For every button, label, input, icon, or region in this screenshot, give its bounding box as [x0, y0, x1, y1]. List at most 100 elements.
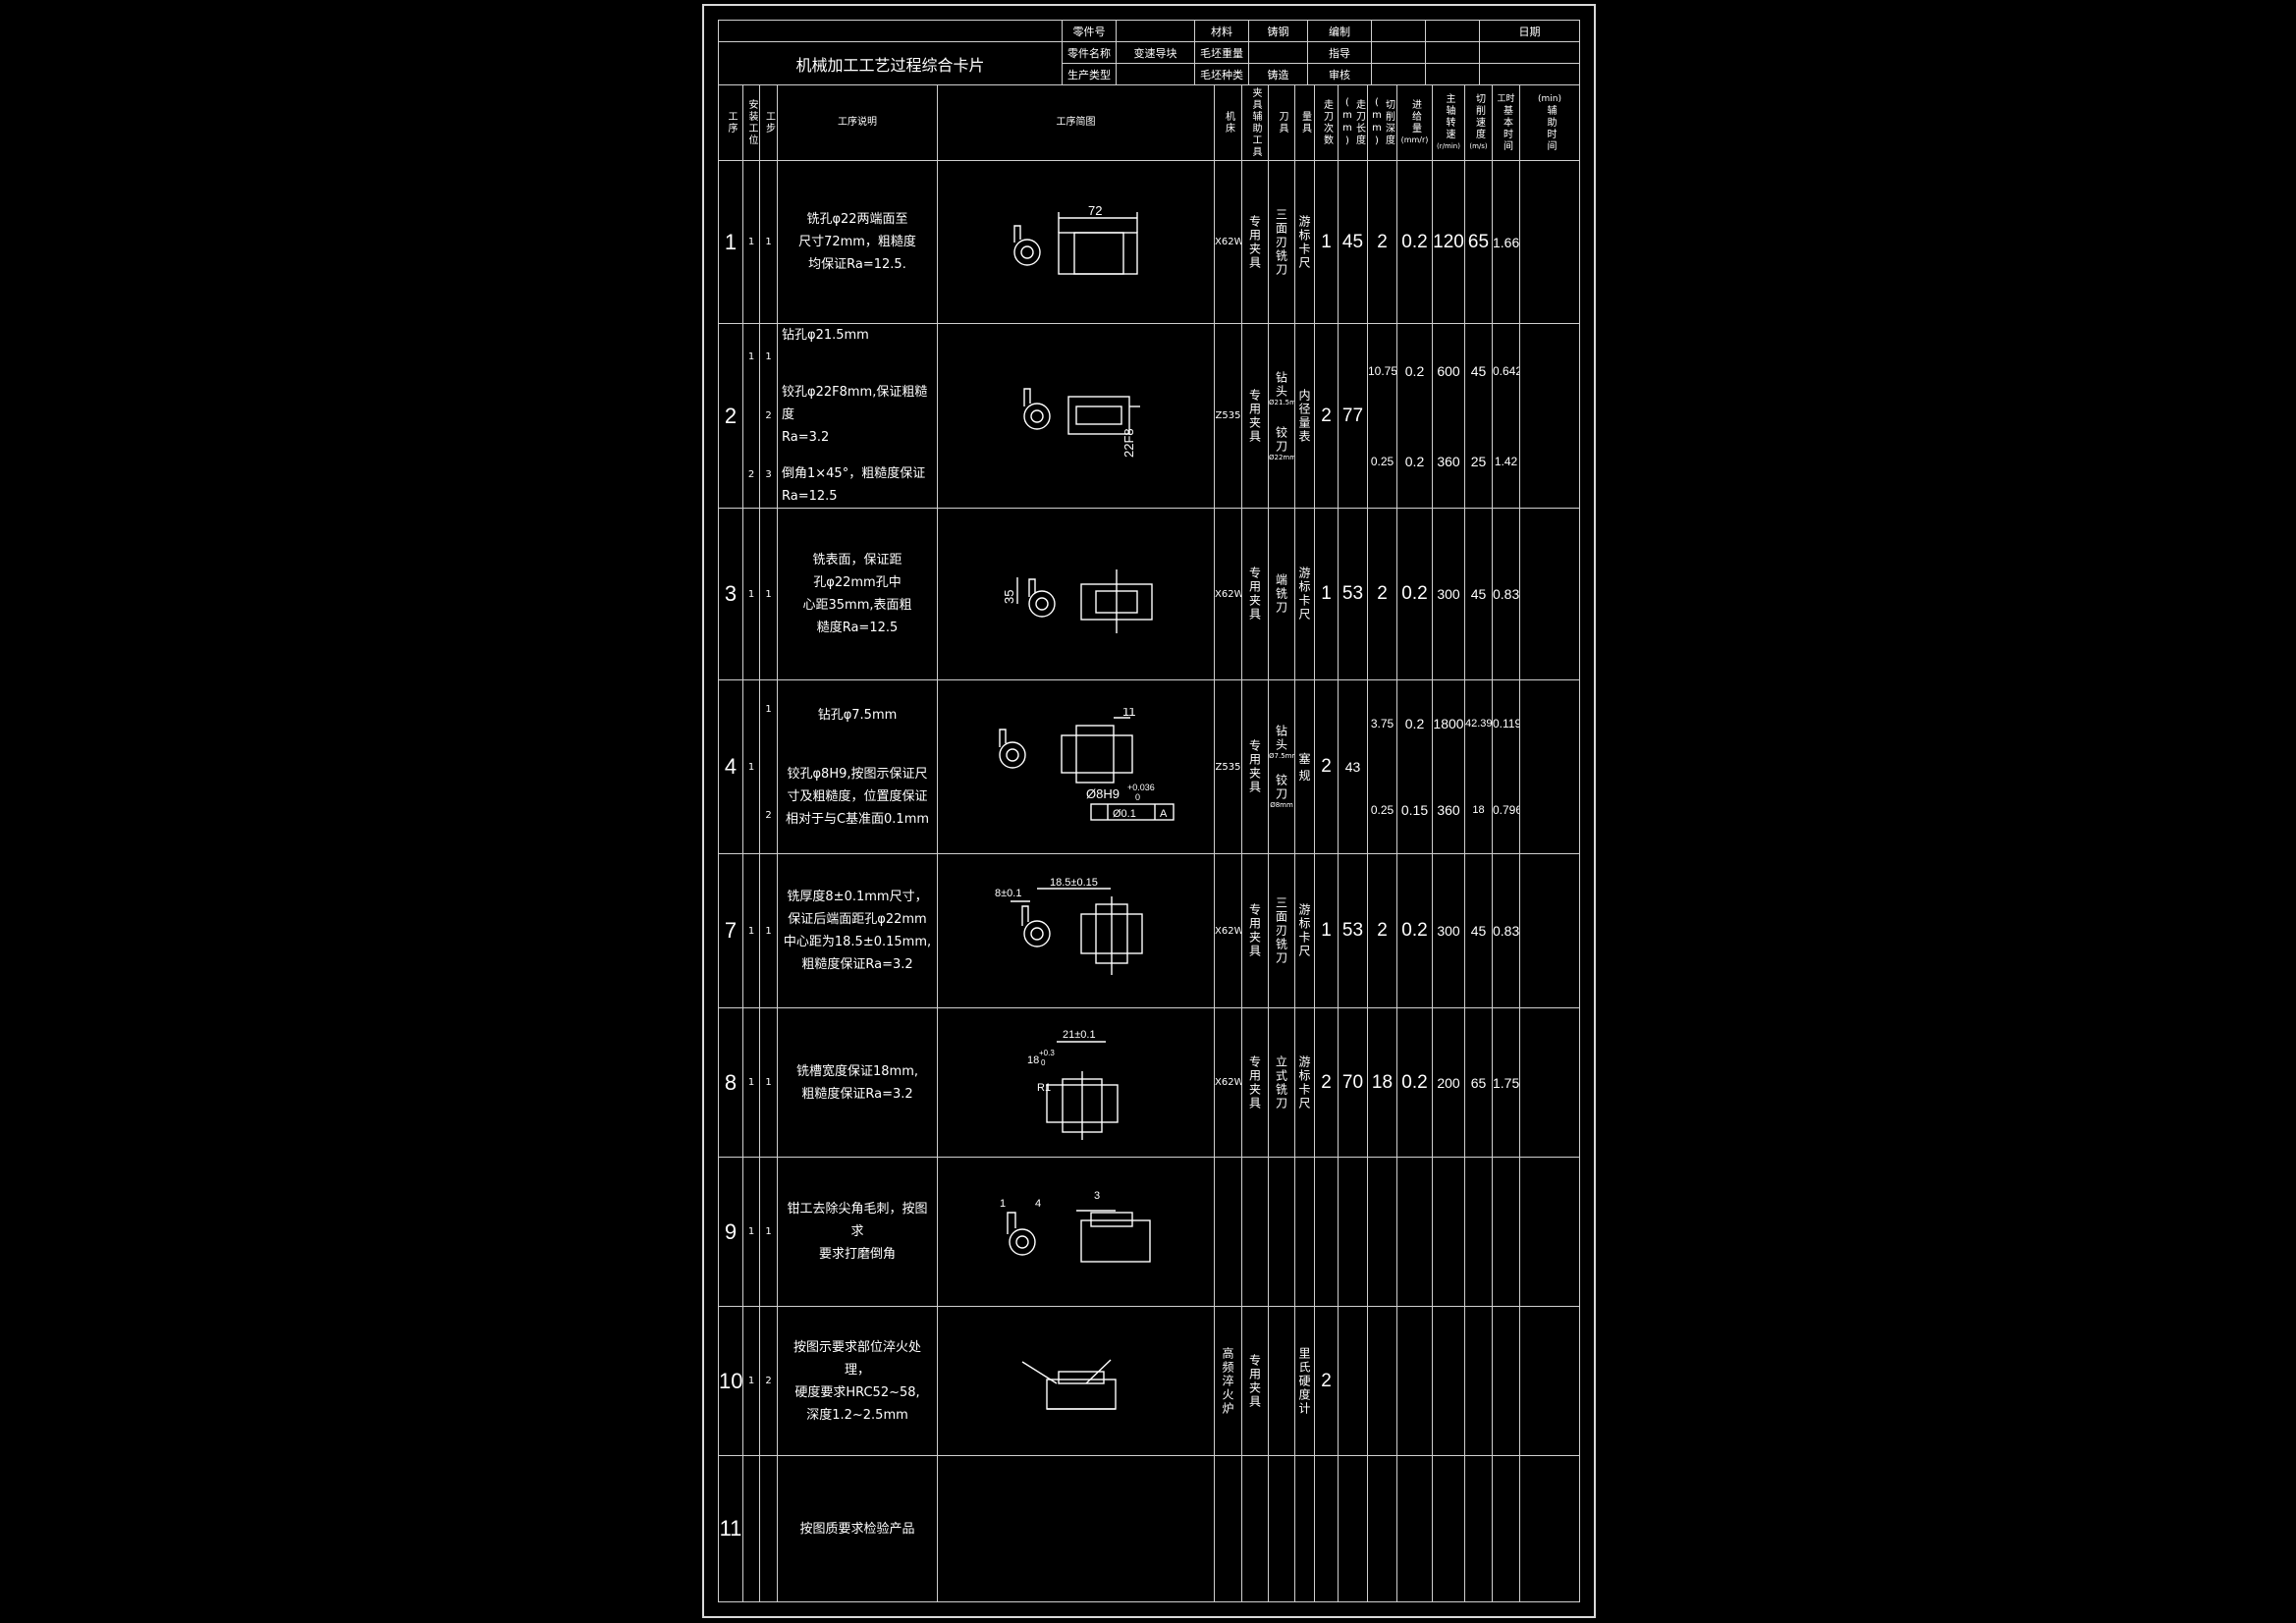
dim-label: 22F8	[1121, 428, 1136, 458]
col-sketch: 工序简图	[937, 84, 1215, 161]
machine: X62W	[1214, 1007, 1242, 1158]
sketch-op4: 11 Ø8H9 +0.036 0 Ø0.1 A	[998, 708, 1175, 821]
speed: 600 360	[1432, 323, 1465, 509]
fixture: 专用夹具	[1247, 214, 1262, 270]
passes: 1	[1314, 508, 1339, 680]
table-row: 10 1 2 按图示要求部位淬火处理， 硬度要求HRC52~58, 深度1.2~…	[718, 1306, 1580, 1456]
op-sketch: 22F8	[937, 323, 1215, 509]
fixture: 专用夹具	[1247, 567, 1262, 622]
op-description: 铣槽宽度保证18mm, 粗糙度保证Ra=3.2	[777, 1007, 938, 1158]
col-setup: 安装工位	[746, 99, 757, 146]
passes: 2	[1314, 1007, 1339, 1158]
tool: 端铣刀	[1274, 573, 1288, 615]
setup-number: 1	[742, 508, 760, 680]
passes: 2	[1314, 679, 1339, 854]
col-feed-unit: (mm/r)	[1400, 135, 1429, 144]
part-name-label: 零件名称	[1062, 41, 1117, 64]
drawing-frame	[702, 4, 1596, 1618]
length: 77	[1338, 323, 1368, 509]
op-number: 8	[718, 1007, 743, 1158]
col-desc: 工序说明	[777, 84, 938, 161]
card-header: 零件号 材料 铸钢 编制 日期 机械加工工艺过程综合卡片 零件名称 变速导块 毛…	[718, 20, 1580, 85]
step-number: 1 2 3	[759, 323, 778, 509]
setup-number: 1 2	[742, 323, 760, 509]
op-number: 3	[718, 508, 743, 680]
op-number: 11	[718, 1455, 743, 1602]
depth: 18	[1367, 1007, 1397, 1158]
op-sketch: 72	[937, 160, 1215, 324]
blank-type-value: 铸造	[1248, 63, 1308, 85]
setup-number: 1	[742, 679, 760, 854]
step-number: 1	[759, 508, 778, 680]
guide-label: 指导	[1307, 41, 1372, 64]
op-description: 按图示要求部位淬火处理， 硬度要求HRC52~58, 深度1.2~2.5mm	[777, 1306, 938, 1456]
sketch-op7: 8±0.1 18.5±0.15	[995, 877, 1143, 975]
machine: Z535	[1214, 679, 1242, 854]
gauge: 游标卡尺	[1297, 214, 1311, 270]
dim-label: 18	[1027, 1055, 1039, 1066]
col-passes: 走刀次数	[1321, 99, 1333, 146]
depth: 2	[1367, 160, 1397, 324]
basic-time: 1.75	[1492, 1007, 1520, 1158]
gauge: 游标卡尺	[1297, 903, 1311, 958]
cut-speed: 45 25	[1464, 323, 1493, 509]
review-label: 审核	[1307, 63, 1372, 85]
table-row: 7 1 1 铣厚度8±0.1mm尺寸， 保证后端面距孔φ22mm 中心距为18.…	[718, 853, 1580, 1008]
gauge: 里氏硬度计	[1297, 1346, 1311, 1416]
fixture: 专用夹具	[1247, 388, 1262, 444]
dim-label: 72	[1088, 203, 1102, 218]
op-description: 按图质要求检验产品	[777, 1455, 938, 1602]
gauge: 内径量表	[1297, 388, 1311, 444]
tool: 钻头 Ø7.5mm 铰刀 Ø8mm	[1268, 679, 1295, 854]
feed: 0.2	[1396, 160, 1433, 324]
depth: 2	[1367, 853, 1397, 1008]
col-cut-speed: 切削速度	[1473, 93, 1485, 140]
fixture: 专用夹具	[1247, 1055, 1262, 1110]
passes: 1	[1314, 160, 1339, 324]
col-depth: 切削深度(mm)	[1371, 97, 1394, 148]
material-value: 铸钢	[1248, 20, 1308, 42]
sketch-op2: 22F8	[1022, 387, 1140, 458]
feed: 0.2	[1396, 853, 1433, 1008]
col-gauge: 量具	[1299, 111, 1311, 135]
depth: 2	[1367, 508, 1397, 680]
material-label: 材料	[1194, 20, 1249, 42]
part-no-label: 零件号	[1062, 20, 1117, 42]
table-row: 4 1 1 2 钻孔φ7.5mm 铰孔φ8H9,按图示保证尺 寸及粗糙度，位置度…	[718, 679, 1580, 854]
tool: 立式铣刀	[1274, 1055, 1288, 1110]
passes: 2	[1314, 323, 1339, 509]
tolerance-label: 0	[1041, 1058, 1046, 1067]
feed: 0.2 0.15	[1396, 679, 1433, 854]
dim-label: 1	[1000, 1198, 1006, 1210]
col-step: 工步	[763, 111, 775, 135]
col-machine: 机床	[1223, 111, 1234, 135]
setup-number: 1	[742, 1157, 760, 1307]
fixture: 专用夹具	[1247, 739, 1262, 794]
fixture: 专用夹具	[1247, 903, 1262, 958]
machine: X62W	[1214, 508, 1242, 680]
part-no-value	[1116, 20, 1195, 42]
sketch-op9: 1 4 3	[1000, 1190, 1151, 1263]
column-header-row: 工序 安装工位 工步 工序说明 工序简图 机床 夹具辅助工具 刀具 量具 走刀次…	[718, 84, 1580, 161]
gauge: 游标卡尺	[1297, 1055, 1311, 1110]
setup-number: 1	[742, 1007, 760, 1158]
tolerance-label: +0.036	[1127, 783, 1155, 792]
op-sketch	[937, 1306, 1215, 1456]
cut-speed: 45	[1464, 508, 1493, 680]
dim-label: 3	[1094, 1190, 1100, 1202]
datum-label: A	[1160, 808, 1168, 820]
col-tool: 刀具	[1277, 111, 1287, 135]
tolerance-label: 0	[1135, 792, 1140, 802]
step-number: 2	[759, 1306, 778, 1456]
machine: Z535	[1214, 323, 1242, 509]
feed: 0.2	[1396, 508, 1433, 680]
op-sketch: 1 4 3	[937, 1157, 1215, 1307]
blank-type-label: 毛坯种类	[1194, 63, 1249, 85]
passes: 2	[1314, 1306, 1339, 1456]
table-row: 8 1 1 铣槽宽度保证18mm, 粗糙度保证Ra=3.2 21±0.1 18 …	[718, 1007, 1580, 1158]
col-feed: 进给量	[1409, 99, 1421, 135]
machine: X62W	[1214, 160, 1242, 324]
sketch-op3: 35	[1002, 569, 1153, 633]
tool: 钻头 Ø21.5mm 铰刀 Ø22mm	[1268, 323, 1295, 509]
gauge: 塞规	[1294, 679, 1315, 854]
